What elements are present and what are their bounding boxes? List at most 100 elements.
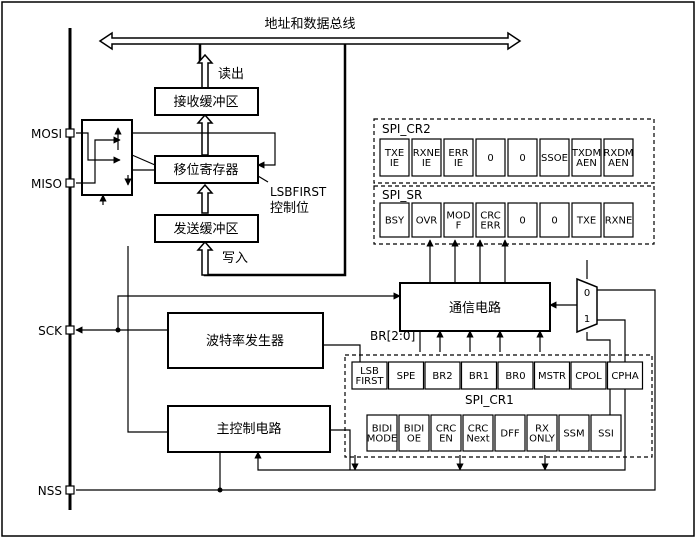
register-bit-cell xyxy=(411,138,442,177)
address-data-bus: 地址和数据总线 xyxy=(98,17,522,51)
register-bit-cell xyxy=(430,414,462,452)
register-bit-cell xyxy=(497,361,534,390)
spi-sr-title: SPI_SR xyxy=(382,188,422,202)
register-bit-label: MSTR xyxy=(538,371,566,382)
register-bit-cell xyxy=(460,361,498,390)
register-bit-cell xyxy=(398,414,430,452)
register-bit-cell xyxy=(443,138,474,177)
rx-buffer-label: 接收缓冲区 xyxy=(173,94,238,110)
tx-buffer-label: 发送缓冲区 xyxy=(173,221,238,237)
register-bit-label: ERR xyxy=(480,221,500,232)
spi-sr-group xyxy=(373,185,655,245)
register-bit-label: MODE xyxy=(367,434,398,445)
register-bit-label: BIDI xyxy=(404,424,424,435)
register-bit-label: AEN xyxy=(576,158,597,169)
mux-label-1: 1 xyxy=(584,314,590,325)
br-label: BR[2:0] xyxy=(370,329,415,343)
register-bit-cell xyxy=(571,138,602,177)
register-bit-label: IE xyxy=(454,158,463,169)
register-bit-label: EN xyxy=(439,434,453,445)
register-bit-cell xyxy=(603,202,634,238)
register-bit-cell xyxy=(590,414,622,452)
register-bit-label: ONLY xyxy=(529,434,556,445)
register-bit-label: RXNE xyxy=(605,216,633,227)
register-bit-cell xyxy=(411,202,442,238)
read-out-label: 读出 xyxy=(218,67,244,82)
shift-register-label: 移位寄存器 xyxy=(173,162,238,178)
pin-miso: MISO xyxy=(31,177,75,191)
register-bit-cell xyxy=(539,202,570,238)
register-bit-cell xyxy=(533,361,571,390)
register-bit-cell xyxy=(571,202,602,238)
register-bit-label: CRC xyxy=(468,424,488,435)
baud-gen-label: 波特率发生器 xyxy=(206,333,284,349)
register-bit-label: BR1 xyxy=(469,371,489,382)
register-bit-label: BSY xyxy=(385,216,405,227)
pin-mosi-label: MOSI xyxy=(31,127,62,141)
comm-circuit-box xyxy=(399,282,551,332)
io-switch-lines xyxy=(76,127,276,186)
pin-nss-label: NSS xyxy=(38,484,62,498)
baud-gen-box xyxy=(167,312,324,369)
spi-cr2-title: SPI_CR2 xyxy=(382,122,431,136)
spi-cr1-title: SPI_CR1 xyxy=(465,393,514,407)
register-bit-label: 0 xyxy=(551,216,557,227)
register-bit-label: IE xyxy=(390,158,399,169)
register-bit-label: IE xyxy=(422,158,431,169)
pin-sck-label: SCK xyxy=(38,324,63,338)
register-bit-label: CRC xyxy=(436,424,456,435)
register-bit-label: DFF xyxy=(500,429,519,440)
register-bit-cell xyxy=(494,414,526,452)
tx-buffer-box xyxy=(154,214,259,243)
register-bit-label: AEN xyxy=(608,158,629,169)
register-bit-label: RXNE xyxy=(413,148,441,159)
lsbfirst-control-label-2: 控制位 xyxy=(270,201,309,216)
register-bit-label: OVR xyxy=(416,216,438,227)
register-bit-cell xyxy=(606,361,644,390)
comm-circuit-label: 通信电路 xyxy=(449,300,501,316)
register-bit-cell xyxy=(351,361,388,390)
register-bit-label: RXDM xyxy=(603,148,633,159)
register-bit-label: SSM xyxy=(563,429,584,440)
register-bit-cell xyxy=(603,138,634,177)
pin-miso-label: MISO xyxy=(31,177,62,191)
register-bit-label: CPOL xyxy=(575,371,602,382)
register-bit-cell xyxy=(507,138,538,177)
register-bit-cell xyxy=(387,361,425,390)
register-bit-label: CPHA xyxy=(611,371,639,382)
register-bit-label: ERR xyxy=(448,148,468,159)
register-bit-label: RX xyxy=(535,424,549,435)
register-bit-label: TXE xyxy=(384,148,404,159)
register-bit-cell xyxy=(462,414,494,452)
register-bit-label: TXDM xyxy=(571,148,601,159)
register-bit-label: 0 xyxy=(487,153,493,164)
register-bit-cell xyxy=(366,414,398,452)
pin-nss: NSS xyxy=(38,484,75,498)
rx-buffer-box xyxy=(154,87,259,116)
lsbfirst-pointer xyxy=(257,175,269,183)
register-bit-label: 0 xyxy=(519,153,525,164)
pin-mosi: MOSI xyxy=(31,127,75,141)
register-bit-label: F xyxy=(456,221,462,232)
register-bit-label: 0 xyxy=(519,216,525,227)
io-switch-box xyxy=(81,119,133,196)
lsbfirst-control-label-1: LSBFIRST xyxy=(270,185,327,199)
register-bit-label: OE xyxy=(407,434,421,445)
master-ctrl-label: 主控制电路 xyxy=(216,421,281,437)
register-bit-label: FIRST xyxy=(355,376,384,387)
mux xyxy=(576,277,598,334)
spi-cr1-group xyxy=(344,354,653,458)
register-bit-cell xyxy=(424,361,461,390)
register-bit-cell xyxy=(507,202,538,238)
register-bit-label: SSOE xyxy=(541,153,568,164)
register-bit-label: CRC xyxy=(480,211,500,222)
register-bit-cell xyxy=(526,414,558,452)
register-bit-label: BR2 xyxy=(432,371,452,382)
register-bit-label: SPE xyxy=(397,371,416,382)
bus-label: 地址和数据总线 xyxy=(264,17,355,32)
register-bit-cell xyxy=(558,414,590,452)
